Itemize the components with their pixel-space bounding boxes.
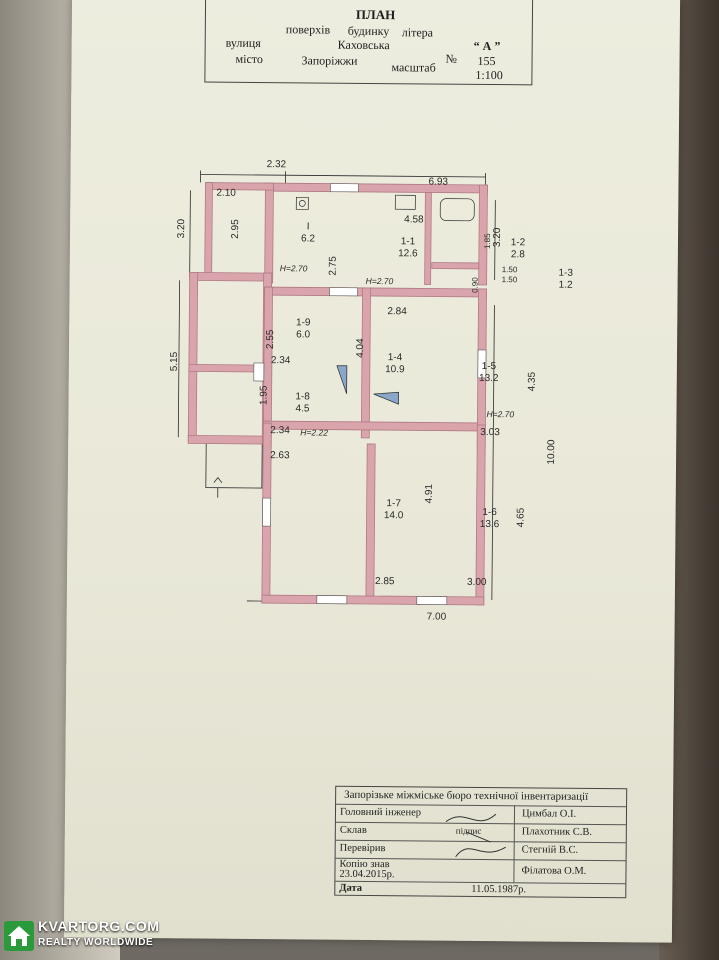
height-note-1: H=2.70	[280, 263, 308, 273]
room-id: 1-2	[511, 237, 526, 248]
dim-room12-height: 1.85	[483, 233, 492, 249]
date-value: 11.05.1987р.	[471, 883, 527, 896]
street-label: вулиця	[225, 35, 261, 51]
litera-label: літера	[401, 25, 434, 40]
height-note-3: H=2.70	[486, 409, 514, 419]
room-id: I	[307, 221, 310, 232]
compiled-label: Склав	[339, 824, 367, 836]
windows	[253, 183, 487, 605]
room-id: 1-8	[295, 391, 310, 402]
room-area: 6.2	[301, 233, 315, 244]
document-sheet: ПЛАН поверхів будинку літера вулиця Кахо…	[63, 0, 681, 943]
dim-150-a: 1.50	[502, 265, 518, 274]
dim-top-left-inner: 2.10	[216, 188, 236, 199]
dim-right-height-top: 3.20	[492, 227, 503, 247]
dim-room14-width: 2.84	[387, 306, 407, 317]
room-labels: I 6.2 1-1 12.6 1-2 2.8 1-3 1.2 1-9 6.0 1…	[295, 221, 573, 530]
ceiling-heights: H=2.70 H=2.70 H=2.70 H=2.22	[280, 263, 515, 437]
dim-room17-height: 4.91	[424, 484, 435, 504]
room-area: 10.9	[385, 364, 405, 375]
dim-room16-width: 3.00	[467, 577, 487, 588]
approval-stamp: Запорізьке міжміське бюро технічної інве…	[334, 785, 628, 899]
city-value: Запоріжжи	[301, 53, 358, 68]
room-id: 1-4	[388, 352, 403, 363]
dim-right-total: 10.00	[546, 439, 557, 465]
date-label: Дата	[339, 882, 363, 894]
room-area: 4.5	[296, 403, 310, 414]
chief-engineer-name: Цимбал О.І.	[521, 808, 577, 820]
dim-room19-height: 2.55	[265, 329, 276, 349]
title-block: ПЛАН поверхів будинку літера вулиця Кахо…	[204, 0, 534, 86]
copy-name: Філатова О.М.	[521, 865, 587, 877]
dim-room14-height: 4.04	[355, 338, 366, 358]
dim-left-mid-height: 5.15	[169, 351, 180, 371]
room-id: 1-7	[386, 498, 401, 509]
dim-porch-width: 2.63	[270, 450, 290, 461]
room-area: 1.2	[559, 280, 573, 291]
checked-label: Перевірив	[339, 842, 386, 855]
scale-value: 1:100	[475, 67, 503, 83]
house-logo-icon	[4, 921, 34, 951]
dim-room15-height: 4.35	[527, 371, 538, 391]
dim-bottom-total: 7.00	[427, 611, 447, 622]
dim-kitchen-width: 4.58	[404, 214, 424, 225]
room-area: 6.0	[296, 329, 310, 340]
dim-150-b: 1.50	[502, 275, 518, 284]
litera-value: “ А ”	[473, 38, 501, 54]
bureau-name: Запорізьке міжміське бюро технічної інве…	[344, 788, 589, 803]
city-label: місто	[235, 51, 263, 67]
height-note-4: H=2.22	[300, 427, 328, 437]
dim-room16-height: 4.65	[515, 507, 526, 527]
dimension-labels: 2.32 2.10 6.93 4.58 3.20 3.20 2.95 2.75 …	[169, 159, 557, 623]
watermark-tagline: REALTY WORLDWIDE	[38, 937, 154, 948]
room-area: 13.2	[479, 373, 499, 384]
room-id: 1-3	[558, 268, 573, 279]
watermark: KVARTORG.COM REALTY WORLDWIDE	[4, 915, 184, 955]
dim-room17-width: 2.85	[375, 576, 395, 587]
dim-090: 0.90	[471, 277, 480, 293]
signature-marks	[445, 813, 506, 858]
dim-top-total: 6.93	[428, 176, 448, 187]
chief-engineer-label: Головний інженер	[339, 806, 422, 819]
dim-room11-height: 2.75	[328, 256, 339, 276]
room-id: 1-5	[482, 361, 497, 372]
dim-room1-height: 2.95	[230, 219, 241, 239]
height-note-2: H=2.70	[366, 276, 394, 286]
room-area: 12.6	[398, 248, 418, 259]
dim-room15-width: 3.03	[480, 427, 500, 438]
room-area: 13.6	[480, 519, 500, 530]
walls	[187, 182, 488, 606]
fixtures	[295, 194, 475, 405]
room-id: 1-1	[401, 236, 416, 247]
street-value: Каховська	[337, 37, 390, 53]
dim-room19-width: 2.34	[271, 355, 291, 366]
number-label: №	[445, 51, 458, 66]
scale-label: масштаб	[391, 60, 436, 75]
dim-room18-width: 2.34	[270, 425, 290, 436]
room-id: 1-9	[296, 317, 311, 328]
dim-top-left-outer: 2.32	[267, 159, 287, 170]
checked-name: Стегній В.С.	[521, 844, 579, 856]
room-area: 2.8	[511, 249, 525, 260]
plan-title: ПЛАН	[355, 6, 396, 23]
number-value: 155	[477, 53, 496, 69]
dim-room18-height: 1.95	[259, 385, 270, 405]
copy-date: 23.04.2015р.	[339, 868, 395, 881]
floors-label: поверхів	[285, 22, 331, 37]
watermark-brand: KVARTORG.COM	[38, 918, 160, 934]
dim-left-height-top: 3.20	[176, 218, 187, 238]
room-id: 1-6	[482, 507, 497, 518]
room-area: 14.0	[384, 510, 404, 521]
compiled-name: Плахотник С.В.	[521, 826, 593, 838]
floor-plan: 2.32 2.10 6.93 4.58 3.20 3.20 2.95 2.75 …	[169, 159, 574, 623]
